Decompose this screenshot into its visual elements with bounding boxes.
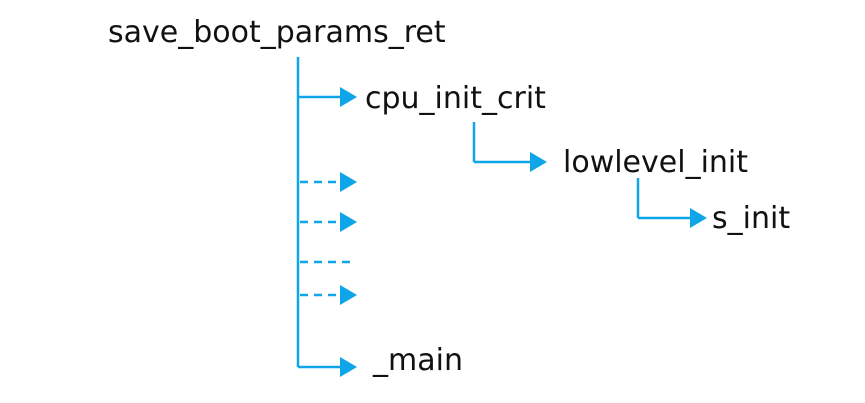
connectors (296, 57, 707, 377)
node-s-init: s_init (712, 201, 790, 236)
arrowhead-lowlevel-init (530, 152, 547, 172)
arrowhead-s-init (690, 208, 707, 228)
node-cpu-init-crit: cpu_init_crit (365, 81, 546, 116)
node-main: _main (372, 343, 463, 378)
arrowhead-dashed-4 (340, 285, 357, 305)
arrowhead-dashed-2 (340, 212, 357, 232)
arrowhead-dashed-1 (340, 172, 357, 192)
node-save-boot-params-ret: save_boot_params_ret (108, 15, 446, 50)
arrowhead-main (340, 357, 357, 377)
node-lowlevel-init: lowlevel_init (563, 145, 748, 180)
arrowhead-cpu-init-crit (340, 87, 357, 107)
